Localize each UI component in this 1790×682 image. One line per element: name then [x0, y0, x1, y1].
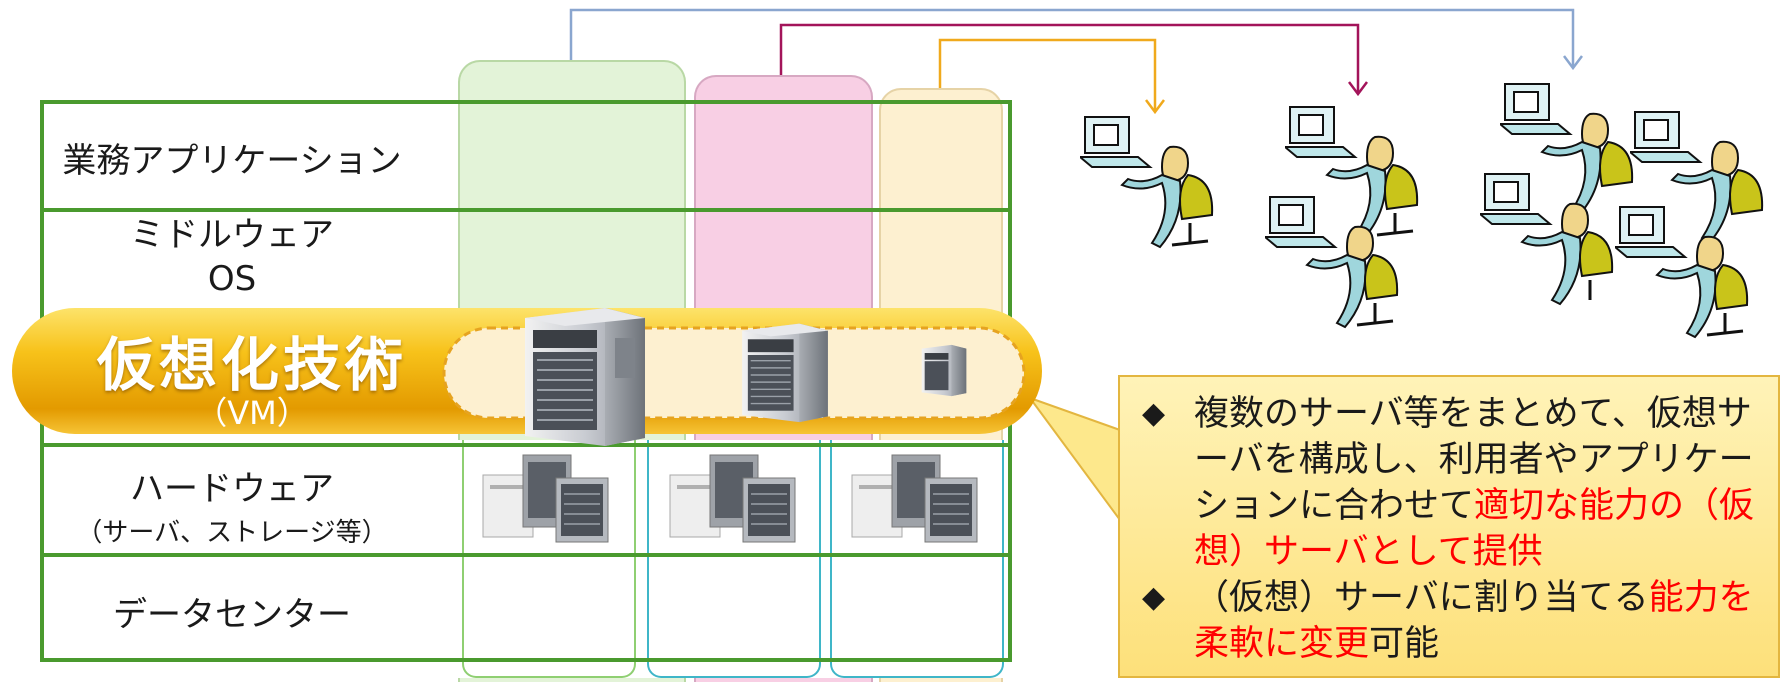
user-at-computer-icon: [1500, 83, 1634, 216]
user-at-computer-icon: [1285, 106, 1419, 239]
user-at-computer-icon: [1265, 196, 1399, 329]
layer-os: OS: [207, 259, 257, 299]
callout-box: ◆ 複数のサーバ等をまとめて、仮想サーバを構成し、利用者やアプリケーションに合わ…: [1118, 375, 1780, 678]
user-at-computer-icon: [1480, 173, 1614, 306]
layer-hardware-sub: （サーバ、ストレージ等）: [76, 518, 388, 548]
hardware-column-outline-teal-2: [830, 440, 1004, 678]
bullet-diamond-icon: ◆: [1142, 580, 1166, 615]
arrow-orange: [938, 38, 1157, 110]
callout-bullet-2-highlight: 能力を柔軟に変更: [1194, 578, 1754, 664]
layer-middleware: ミドルウェア: [130, 215, 334, 255]
hardware-column-outline-green: [462, 440, 636, 678]
server-cluster-icon: [851, 454, 978, 543]
server-cluster-icon: [669, 454, 796, 543]
callout-bullet-1-highlight: 適切な能力の（仮想）サーバとして提供: [1194, 486, 1755, 572]
callout-bullet-1: ◆ 複数のサーバ等をまとめて、仮想サーバを構成し、利用者やアプリケーションに合わ…: [1142, 391, 1760, 575]
user-at-computer-icon: [1630, 111, 1764, 244]
server-cluster-icon: [482, 454, 609, 543]
vm-subtitle: （VM）: [62, 388, 442, 434]
bullet-diamond-icon: ◆: [1142, 396, 1166, 431]
callout-bullet-2: ◆ （仮想）サーバに割り当てる能力を柔軟に変更可能: [1142, 575, 1760, 667]
vm-subtitle-text: （VM）: [195, 394, 309, 432]
layer-business-apps: 業務アプリケーション: [62, 141, 402, 181]
hardware-column-outline-teal-1: [647, 440, 821, 678]
callout-bullet-2-text: （仮想）サーバに割り当てる能力を柔軟に変更可能: [1194, 575, 1760, 667]
callout-bullet-1-plain: 複数のサーバ等をまとめて、仮想サーバを構成し、利用者やアプリケーションに合わせて: [1194, 394, 1754, 526]
vm-title-text: 仮想化技術: [96, 331, 407, 399]
callout-bullet-1-text: 複数のサーバ等をまとめて、仮想サーバを構成し、利用者やアプリケーションに合わせて…: [1194, 391, 1760, 575]
arrow-magenta: [779, 23, 1360, 92]
callout-bullet-2-after: 可能: [1369, 624, 1440, 664]
vm-title: 仮想化技術: [62, 318, 442, 402]
layer-hardware: ハードウェア: [130, 469, 334, 509]
server-tower-icon-medium: [742, 323, 828, 423]
arrow-blue: [569, 8, 1575, 66]
layer-datacenter: データセンター: [113, 595, 351, 635]
user-at-computer-icon: [1080, 116, 1214, 249]
user-at-computer-icon: [1615, 206, 1749, 339]
server-tower-icon: [525, 308, 645, 446]
callout-bullet-2-plain: （仮想）サーバに割り当てる: [1194, 578, 1649, 618]
server-tower-icon-small: [921, 344, 967, 397]
